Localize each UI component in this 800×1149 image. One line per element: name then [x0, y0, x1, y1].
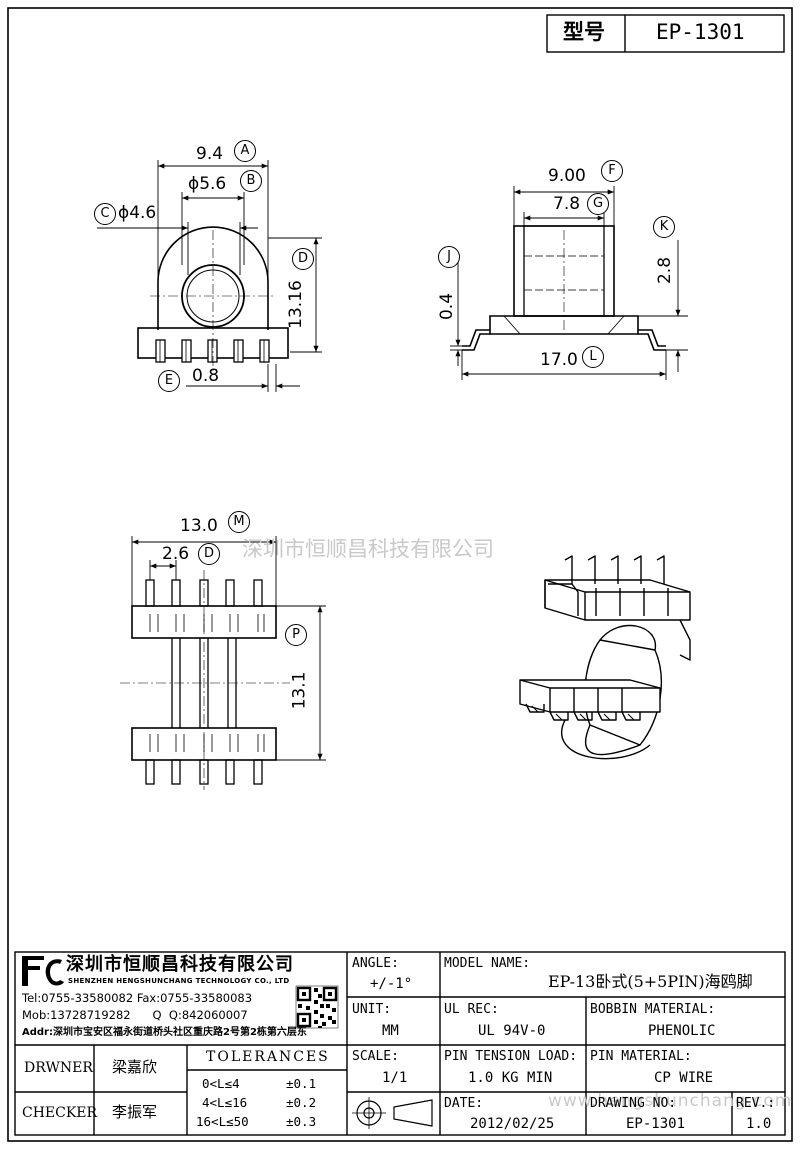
tag-k: K: [653, 216, 675, 238]
dim-phi-4-6: ϕ4.6: [118, 203, 157, 223]
dim-9-00: 9.00: [548, 166, 586, 186]
top-view-dimensions: [131, 536, 326, 761]
watermark-url: www.hengshunchang.com: [548, 1091, 793, 1111]
pin-material-label: PIN MATERIAL:: [590, 1049, 692, 1064]
tag-a: A: [234, 140, 256, 162]
dim-2-8: 2.8: [655, 256, 676, 285]
tolerance-value: ±0.3: [286, 1114, 317, 1129]
tag-j: J: [438, 246, 460, 268]
dim-7-8: 7.8: [553, 194, 581, 214]
model-code: EP-1301: [656, 20, 745, 44]
company-mob-qq: Mob:13728719282 Q Q:842060007: [22, 1008, 248, 1022]
tag-b: B: [240, 170, 262, 192]
checker-label: CHECKER: [22, 1105, 98, 1121]
drawer-label: DRWNER: [24, 1060, 93, 1076]
rev-label: REV.:: [736, 1096, 776, 1111]
pin-tension-value: 1.0 KG MIN: [468, 1070, 553, 1086]
model-name-value: EP-13卧式(5+5PIN)海鸥脚: [548, 972, 753, 991]
dim-13-16: 13.16: [285, 280, 306, 329]
bobbin-material-value: PHENOLIC: [648, 1023, 716, 1039]
side-view: [462, 225, 666, 351]
model-name-label: MODEL NAME:: [444, 956, 531, 971]
tolerance-value: ±0.1: [286, 1076, 317, 1091]
svg-text:SC: SC: [33, 974, 42, 982]
date-label: DATE:: [444, 1096, 484, 1111]
drawing-no-value: EP-1301: [626, 1116, 686, 1132]
ul-rec-label: UL REC:: [444, 1002, 499, 1017]
company-logo: SC: [22, 956, 64, 986]
dim-2-6: 2.6: [162, 544, 190, 564]
tolerance-value: ±0.2: [286, 1095, 317, 1110]
tag-f: F: [601, 160, 623, 182]
tag-d: D: [292, 248, 314, 270]
company-name-en: SHENZHEN HENGSHUNCHANG TECHNOLOGY CO., L…: [68, 977, 290, 985]
checker-name: 李振军: [112, 1103, 158, 1121]
dim-phi-5-6: ϕ5.6: [188, 174, 227, 194]
tolerance-range: 0<L≤4: [202, 1076, 240, 1091]
tag-g: G: [587, 193, 609, 215]
pin-tension-label: PIN TENSION LOAD:: [444, 1049, 578, 1064]
watermark-text: 深圳市恒顺昌科技有限公司: [242, 537, 494, 561]
header-box: [546, 14, 785, 53]
company-name: 深圳市恒顺昌科技有限公司: [66, 954, 294, 975]
scale-value: 1/1: [382, 1070, 408, 1086]
drawing-no-label: DRAWING NO:: [590, 1096, 677, 1111]
pin-material-value: CP WIRE: [654, 1070, 714, 1086]
tag-c: C: [94, 203, 116, 225]
dim-13-0: 13.0: [180, 516, 218, 536]
dim-17-0: 17.0: [540, 350, 578, 370]
tag-e: E: [158, 370, 180, 392]
angle-value: +/-1°: [370, 976, 413, 992]
page-border: [7, 7, 793, 1142]
scale-label: SCALE:: [352, 1049, 399, 1064]
dim-9-4: 9.4: [196, 144, 224, 164]
tolerance-range: 4<L≤16: [202, 1095, 248, 1110]
top-view: [120, 570, 290, 790]
dim-13-1: 13.1: [289, 671, 310, 710]
tolerances-title: TOLERANCES: [206, 1049, 330, 1065]
angle-label: ANGLE:: [352, 956, 399, 971]
dim-0-4: 0.4: [437, 292, 458, 321]
bobbin-material-label: BOBBIN MATERIAL:: [590, 1002, 716, 1017]
drawer-name: 梁嘉欣: [112, 1058, 158, 1076]
rev-value: 1.0: [746, 1116, 772, 1132]
front-view: [137, 226, 289, 372]
company-address: Addr:深圳市宝安区福永街道桥头社区重庆路2号第2栋第六层东: [22, 1027, 307, 1038]
type-label: 型号: [563, 20, 605, 44]
tag-pitch: D: [198, 543, 220, 565]
unit-label: UNIT:: [352, 1002, 392, 1017]
ul-rec-value: UL 94V-0: [478, 1023, 546, 1039]
side-view-dimensions: [450, 186, 688, 380]
unit-value: MM: [382, 1023, 399, 1039]
company-tel-fax: Tel:0755-33580082 Fax:0755-33580083: [22, 991, 253, 1005]
isometric-view: [519, 555, 691, 760]
title-block-grid: [14, 951, 786, 1136]
tag-m: M: [228, 511, 250, 533]
date-value: 2012/02/25: [470, 1116, 555, 1132]
dim-0-8: 0.8: [192, 366, 220, 386]
tag-l: L: [582, 346, 604, 368]
qr-code: [295, 985, 339, 1029]
tolerance-range: 16<L≤50: [196, 1114, 249, 1129]
front-view-dimensions: [97, 160, 322, 392]
tag-p: P: [285, 624, 307, 646]
